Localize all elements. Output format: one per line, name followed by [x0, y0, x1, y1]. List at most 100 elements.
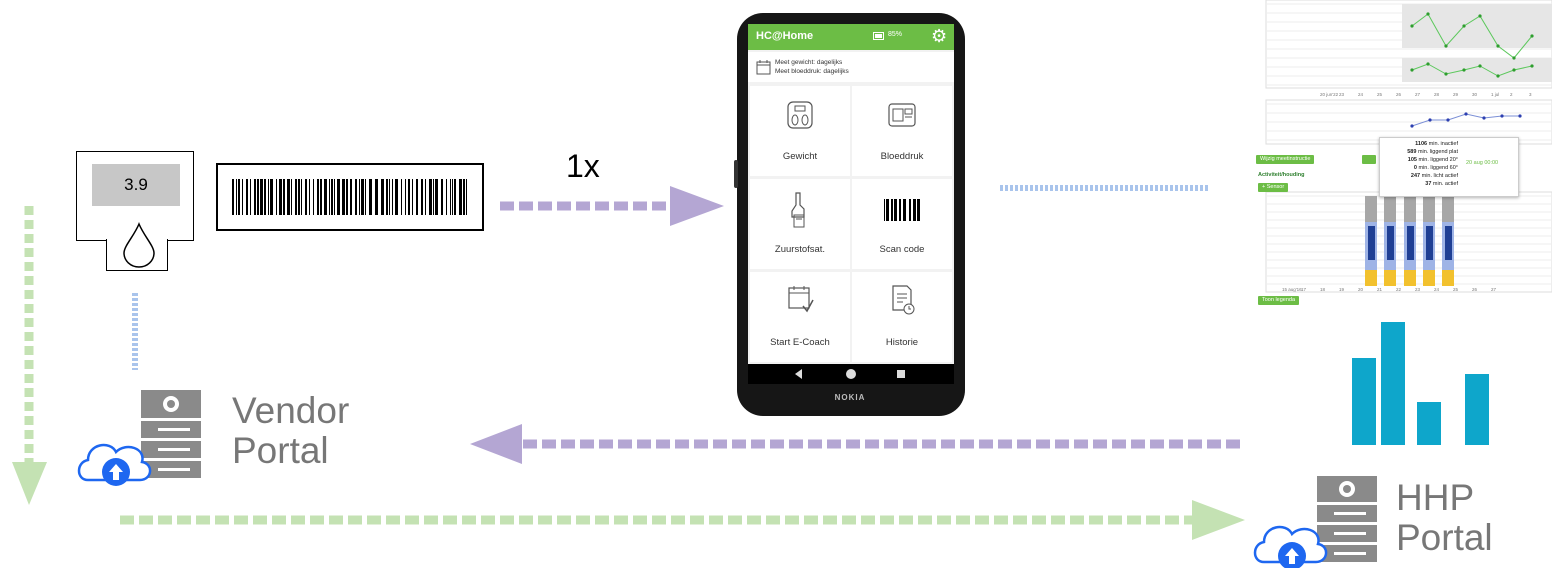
wijzig-meetinstructie-button[interactable]: Wijzig meetinstructie	[1256, 155, 1315, 164]
barcode-stripe	[287, 179, 290, 215]
vendor-server-cloud-icon	[77, 390, 201, 486]
barcode-stripe	[334, 179, 335, 215]
tile-gewicht-label: Gewicht	[782, 151, 818, 162]
tooltip-line: 37 min. actief	[1425, 181, 1458, 187]
bp-point	[1426, 62, 1430, 66]
barcode-stripe	[454, 179, 456, 215]
tile-gewicht[interactable]: Gewicht	[750, 86, 850, 176]
barcode-stripe	[291, 179, 292, 215]
sensor-button[interactable]: + Sensor	[1258, 183, 1289, 192]
tooltip-line: 105 min. liggend 20°	[1407, 157, 1458, 163]
bp-point	[1444, 72, 1448, 76]
nav-back-icon[interactable]	[794, 368, 804, 380]
barcode-stripe	[441, 179, 443, 215]
pulse-point	[1464, 112, 1468, 116]
battery-icon	[873, 32, 884, 40]
activity-axis-tick-label: 22	[1396, 287, 1402, 292]
barcode-stripe	[429, 179, 432, 215]
barcode-small-icon	[884, 199, 920, 221]
measurement-instructions: Meet gewicht: dagelijks Meet bloeddruk: …	[748, 52, 954, 82]
hhp-portal-line2: Portal	[1396, 517, 1493, 558]
settings-gear-icon[interactable]: ⚙	[931, 26, 948, 46]
tile-start-ecoach[interactable]: Start E-Coach	[750, 272, 850, 362]
barcode-stripe	[279, 179, 282, 215]
barcode-stripe	[375, 179, 378, 215]
nav-home-icon[interactable]	[845, 368, 857, 380]
bp-axis-tick-label: 24	[1358, 92, 1364, 97]
phone-nav-bar	[748, 364, 954, 384]
instructions-text: Meet gewicht: dagelijks Meet bloeddruk: …	[775, 58, 849, 76]
nav-recent-icon[interactable]	[896, 369, 906, 379]
bp-point	[1426, 12, 1430, 16]
green-vertical-arrowhead	[12, 462, 47, 505]
tile-bloeddruk[interactable]: Bloeddruk	[852, 86, 952, 176]
phone-screen: HC@Home 85% ⚙ Meet gewicht: dagelijks Me…	[748, 24, 954, 364]
barcode-stripe	[254, 179, 256, 215]
pulse-point	[1500, 114, 1504, 118]
activity-axis-tick-label: 18	[1320, 287, 1326, 292]
barcode-stripe	[337, 179, 340, 215]
activity-bar-lying-flat	[1445, 226, 1452, 260]
barcode-stripe	[894, 199, 897, 221]
tile-zuurstofsat-label: Zuurstofsat.	[774, 244, 826, 255]
barcode-stripe	[899, 199, 901, 221]
calendar-check-icon	[788, 286, 814, 313]
activity-tooltip: 1106 min. inactief 589 min. liggend plat…	[1379, 137, 1519, 197]
barcode-stripe	[317, 179, 319, 215]
bp-axis-tick-label: 29	[1453, 92, 1459, 97]
barcode-stripe	[433, 179, 434, 215]
scale-icon	[787, 101, 813, 129]
barcode-stripe	[346, 179, 348, 215]
tooltip-date: 20 aug 00:00	[1466, 160, 1499, 166]
activity-bar-lying-flat	[1407, 226, 1414, 260]
barcode-stripe	[268, 179, 269, 215]
vendor-portal-title: Vendor Portal	[232, 391, 349, 471]
activity-bar-active	[1404, 270, 1416, 286]
barcode-stripe	[463, 179, 465, 215]
barcode-stripe	[295, 179, 297, 215]
bp-point	[1496, 74, 1500, 78]
bp-axis-tick-label: 3	[1529, 92, 1532, 97]
bp-axis-tick-label: 30	[1472, 92, 1478, 97]
tile-historie[interactable]: Historie	[852, 272, 952, 362]
wijzig-button-2[interactable]	[1362, 155, 1376, 164]
tile-historie-label: Historie	[885, 337, 919, 348]
barcode-card	[216, 163, 484, 231]
barcode-stripe	[913, 199, 916, 221]
bp-point	[1462, 68, 1466, 72]
tile-scan-code[interactable]: Scan code	[852, 179, 952, 269]
bp-axis-tick-label: 23	[1339, 92, 1345, 97]
meter-display: 3.9	[92, 164, 180, 206]
vendor-portal-line1: Vendor	[232, 390, 350, 431]
barcode-stripe	[891, 199, 893, 221]
barcode-stripe	[416, 179, 418, 215]
bp-axis-tick-label: 20 jun'22	[1320, 92, 1339, 97]
barcode-stripe	[459, 179, 462, 215]
battery-level: 85%	[888, 31, 903, 38]
barcode-stripe	[884, 199, 885, 221]
activity-bar-lying-flat	[1387, 226, 1394, 260]
activity-axis-tick-label: 17	[1301, 287, 1307, 292]
barcode-stripe	[301, 179, 302, 215]
bp-axis-tick-label: 1 jul	[1491, 92, 1499, 97]
barcode-stripe	[386, 179, 388, 215]
bp-axis-tick-label: 25	[1377, 92, 1383, 97]
app-header: HC@Home 85% ⚙	[748, 24, 954, 50]
activity-bar-active	[1423, 270, 1435, 286]
barcode-stripe	[401, 179, 402, 215]
barcode-stripe	[270, 179, 273, 215]
bar-chart-icon-bar	[1465, 374, 1489, 445]
activity-axis-tick-label: 26	[1472, 287, 1478, 292]
blood-pressure-icon	[888, 103, 916, 127]
barcode-to-phone-arrowhead	[670, 186, 724, 226]
toon-legenda-button[interactable]: Toon legenda	[1258, 296, 1300, 305]
activity-bar-lying-flat	[1426, 226, 1433, 260]
bp-point	[1410, 68, 1414, 72]
barcode-stripe	[350, 179, 352, 215]
barcode-stripe	[342, 179, 345, 215]
hhp-portal-title: HHP Portal	[1396, 478, 1493, 558]
barcode-stripe	[452, 179, 453, 215]
tile-zuurstofsat[interactable]: Zuurstofsat.	[750, 179, 850, 269]
barcode-stripe	[381, 179, 384, 215]
